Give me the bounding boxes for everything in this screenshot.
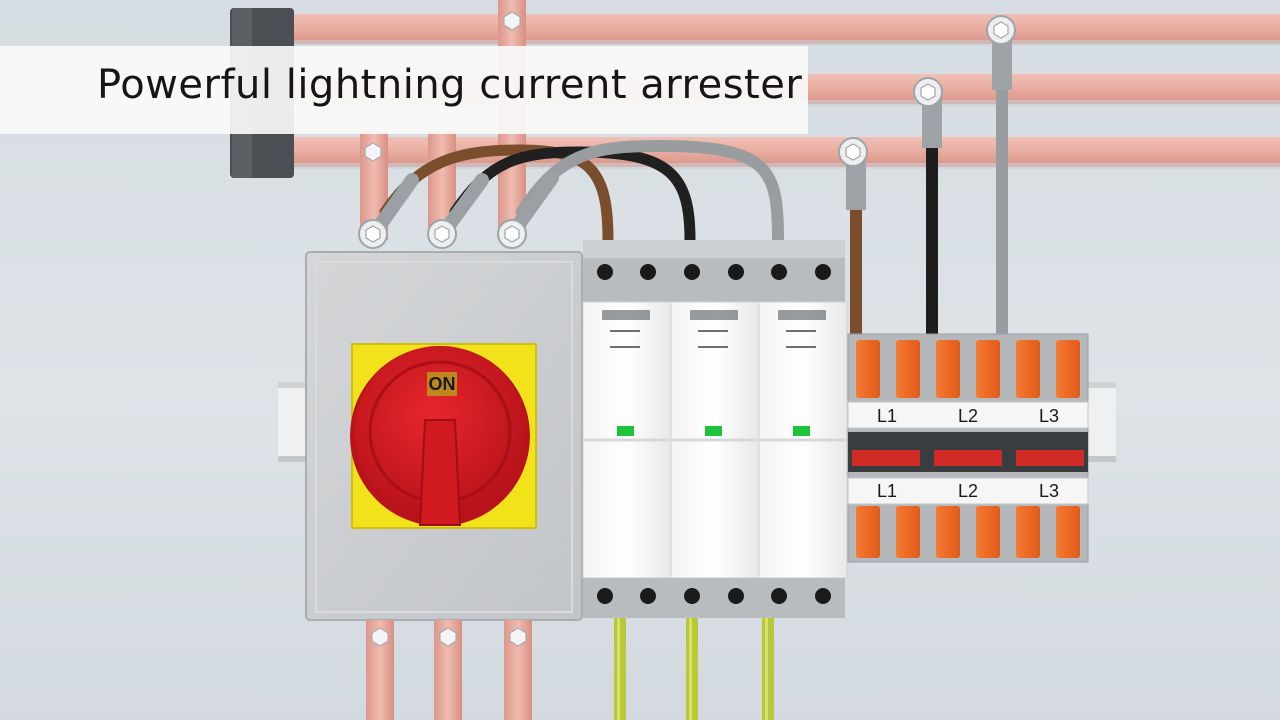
caption-title: Powerful lightning current arrester bbox=[97, 62, 803, 108]
surge-arrester bbox=[582, 240, 848, 618]
terminal-feed-cables bbox=[838, 15, 1016, 340]
brand-logos bbox=[602, 310, 826, 348]
terminal-label-bottom-l2: L2 bbox=[958, 481, 978, 501]
ring-lugs-top bbox=[358, 219, 527, 249]
terminal-label-top-l3: L3 bbox=[1039, 406, 1059, 426]
arrester-screws-bottom bbox=[597, 588, 831, 604]
arrester-screws-top bbox=[597, 264, 831, 280]
terminal-label-bottom-l1: L1 bbox=[877, 481, 897, 501]
terminal-labels-top: L1 L2 L3 bbox=[877, 406, 1059, 426]
ground-wires bbox=[614, 618, 774, 720]
terminal-levers-top[interactable] bbox=[856, 340, 1080, 398]
terminal-levers-bottom[interactable] bbox=[856, 506, 1080, 558]
terminal-label-top-l2: L2 bbox=[958, 406, 978, 426]
rotary-switch[interactable]: ON bbox=[350, 343, 537, 529]
phase-cables bbox=[371, 139, 784, 246]
switch-on-label: ON bbox=[429, 374, 456, 394]
terminal-block bbox=[847, 333, 1089, 563]
caption-bar bbox=[0, 46, 808, 134]
terminal-labels-bottom: L1 L2 L3 bbox=[877, 481, 1059, 501]
status-leds bbox=[617, 426, 810, 436]
terminal-label-top-l1: L1 bbox=[877, 406, 897, 426]
terminal-label-bottom-l3: L3 bbox=[1039, 481, 1059, 501]
busbar-taps-bottom bbox=[366, 620, 532, 720]
